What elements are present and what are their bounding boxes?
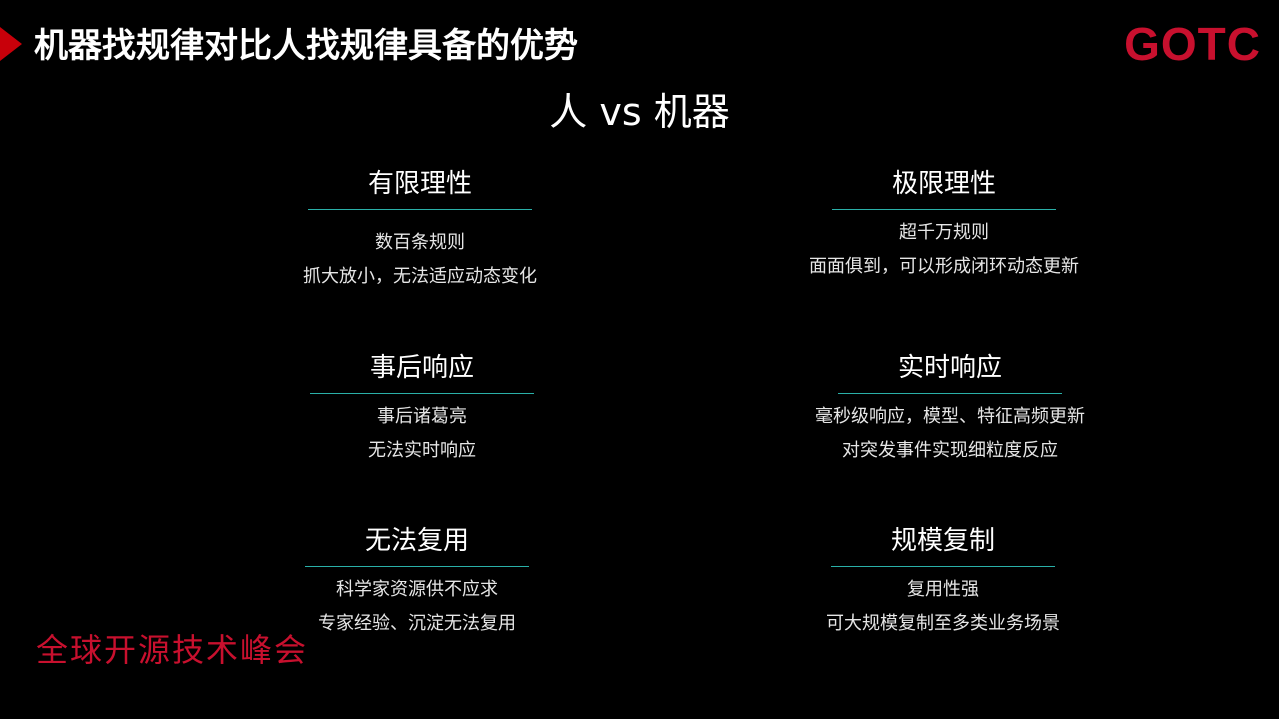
machine-card-extreme-rationality: 极限理性 超千万规则 面面俱到，可以形成闭环动态更新 (784, 167, 1104, 284)
card-lines: 复用性强 可大规模复制至多类业务场景 (783, 573, 1103, 641)
title-arrow-icon (0, 27, 22, 61)
card-heading: 事后响应 (369, 353, 474, 383)
card-heading: 实时响应 (897, 353, 1002, 383)
card-heading: 有限理性 (367, 169, 472, 199)
footer-brand-text: 全球开源技术峰会 (36, 631, 309, 669)
card-line: 毫秒级响应，模型、特征高频更新 (815, 406, 1085, 427)
card-divider (838, 393, 1062, 394)
card-line: 对突发事件实现细粒度反应 (842, 440, 1058, 461)
card-line: 科学家资源供不应求 (336, 579, 498, 600)
card-line: 面面俱到，可以形成闭环动态更新 (809, 256, 1079, 277)
card-line: 事后诸葛亮 (377, 406, 467, 427)
card-lines: 超千万规则 面面俱到，可以形成闭环动态更新 (784, 216, 1104, 284)
comparison-subtitle: 人 vs 机器 (549, 90, 730, 134)
card-heading: 极限理性 (891, 169, 996, 199)
slide-title: 机器找规律对比人找规律具备的优势 (34, 26, 578, 66)
card-heading: 规模复制 (890, 526, 995, 556)
card-divider (305, 566, 529, 567)
card-lines: 科学家资源供不应求 专家经验、沉淀无法复用 (257, 573, 577, 641)
card-divider (832, 209, 1056, 210)
card-lines: 毫秒级响应，模型、特征高频更新 对突发事件实现细粒度反应 (790, 400, 1110, 468)
card-lines: 数百条规则 抓大放小，无法适应动态变化 (260, 226, 580, 294)
card-heading: 无法复用 (364, 526, 469, 556)
card-divider (831, 566, 1055, 567)
gotc-logo: GOTC (1124, 18, 1261, 70)
card-line: 超千万规则 (899, 222, 989, 243)
card-line: 可大规模复制至多类业务场景 (826, 613, 1060, 634)
human-card-not-reusable: 无法复用 科学家资源供不应求 专家经验、沉淀无法复用 (257, 524, 577, 641)
card-divider (308, 209, 532, 210)
card-lines: 事后诸葛亮 无法实时响应 (262, 400, 582, 468)
card-line: 复用性强 (907, 579, 979, 600)
human-card-post-response: 事后响应 事后诸葛亮 无法实时响应 (262, 351, 582, 468)
card-divider (310, 393, 534, 394)
card-line: 无法实时响应 (368, 440, 476, 461)
card-line: 抓大放小，无法适应动态变化 (303, 266, 537, 287)
card-line: 数百条规则 (375, 232, 465, 253)
machine-card-realtime-response: 实时响应 毫秒级响应，模型、特征高频更新 对突发事件实现细粒度反应 (790, 351, 1110, 468)
card-line: 专家经验、沉淀无法复用 (318, 613, 516, 634)
machine-card-scale-replication: 规模复制 复用性强 可大规模复制至多类业务场景 (783, 524, 1103, 641)
human-card-bounded-rationality: 有限理性 数百条规则 抓大放小，无法适应动态变化 (260, 167, 580, 294)
